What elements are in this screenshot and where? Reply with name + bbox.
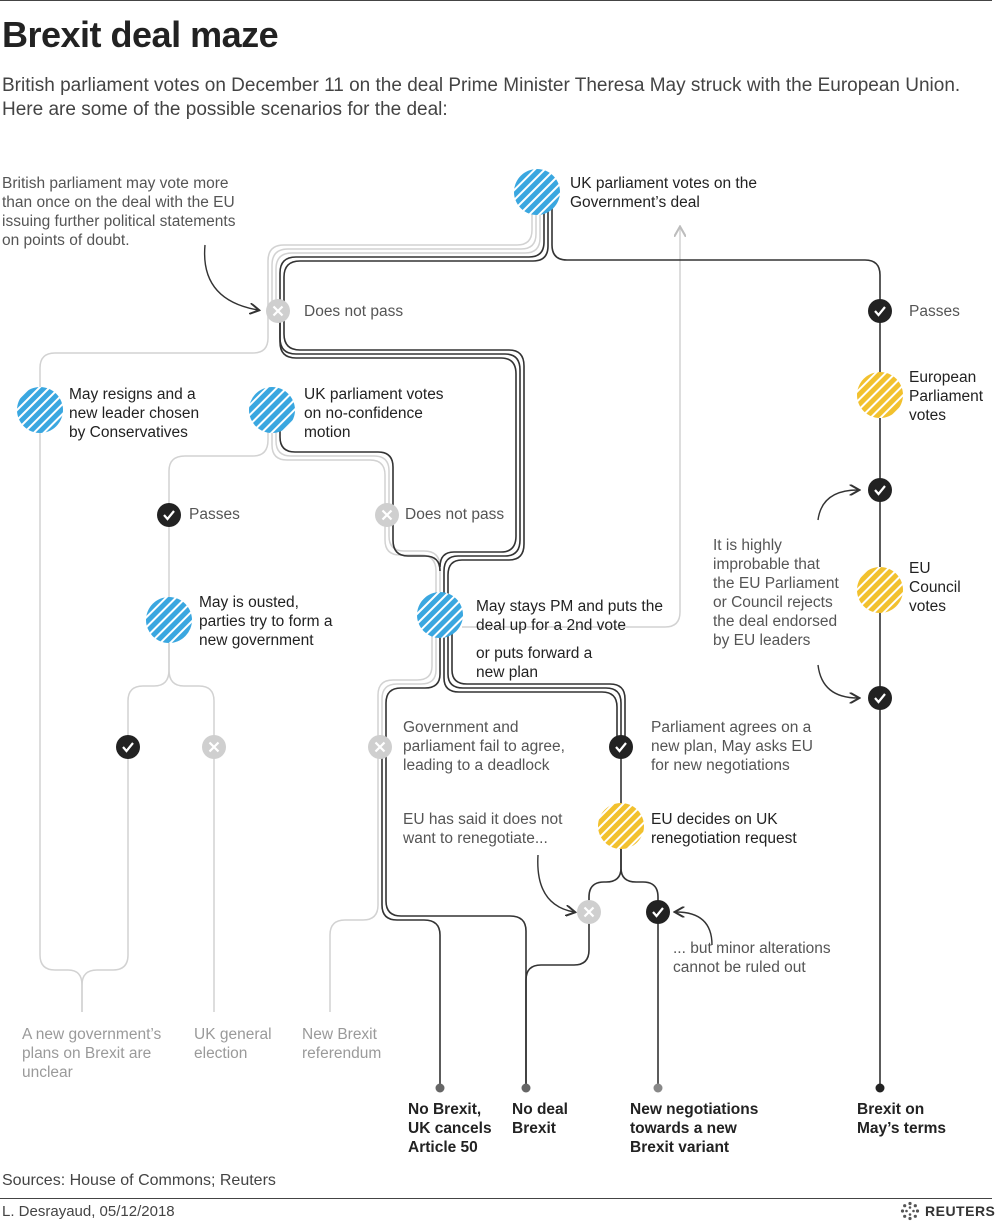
page-title: Brexit deal maze <box>2 14 279 55</box>
reuters-wordmark: REUTERS <box>925 1203 996 1219</box>
outcome-no-deal: No deal Brexit <box>512 1101 568 1137</box>
dark-paths <box>279 205 881 1088</box>
label-uk-vote-deal: UK parliament votes on the Government’s … <box>570 175 757 211</box>
annotation-highly-improbable: It is highly improbable that the EU Parl… <box>713 537 839 649</box>
node-european-parliament-icon <box>857 372 903 418</box>
label-agrees-new-plan: Parliament agrees on a new plan, May ask… <box>651 719 813 774</box>
check-icons <box>116 299 892 924</box>
label-does-not-pass-1: Does not pass <box>304 303 404 320</box>
annotation-eu-not-renegotiate: EU has said it does not want to renegoti… <box>403 811 563 847</box>
outcome-no-brexit: No Brexit, UK cancels Article 50 <box>408 1101 492 1156</box>
node-may-resigns-icon <box>17 387 63 433</box>
annotation-arrows <box>203 244 858 946</box>
outcome-mays-terms: Brexit on May’s terms <box>857 1101 947 1137</box>
bottom-rule <box>0 1198 992 1199</box>
page-subtitle: British parliament votes on December 11 … <box>2 75 961 120</box>
cross-icons <box>202 299 601 924</box>
sources-line: Sources: House of Commons; Reuters <box>2 1172 276 1189</box>
node-eu-council-icon <box>857 567 903 613</box>
label-may-resigns: May resigns and a new leader chosen by C… <box>69 386 200 441</box>
label-deadlock: Government and parliament fail to agree,… <box>403 719 565 774</box>
node-no-confidence-icon <box>249 387 295 433</box>
node-eu-decides-icon <box>598 803 644 849</box>
annotation-minor-alterations: ... but minor alterations cannot be rule… <box>673 940 831 976</box>
outcome-new-government: A new government’s plans on Brexit are u… <box>22 1026 162 1081</box>
label-does-not-pass-2: Does not pass <box>405 506 505 523</box>
credit-line: L. Desrayaud, 05/12/2018 <box>2 1203 175 1220</box>
label-passes-left: Passes <box>189 506 240 523</box>
outcome-general-election: UK general election <box>194 1026 272 1062</box>
node-uk-vote-deal-icon <box>514 169 560 215</box>
node-may-stays-icon <box>417 592 463 638</box>
outcome-new-negotiations: New negotiations towards a new Brexit va… <box>630 1101 759 1156</box>
label-european-parliament: European Parliament votes <box>909 369 984 424</box>
label-new-plan: or puts forward a new plan <box>476 645 593 681</box>
label-no-confidence: UK parliament votes on no-confidence mot… <box>304 386 444 441</box>
node-may-ousted-icon <box>146 597 192 643</box>
outcome-referendum: New Brexit referendum <box>302 1026 382 1062</box>
reuters-dots-icon <box>900 1201 920 1221</box>
label-may-stays: May stays PM and puts the deal up for a … <box>476 598 663 634</box>
top-rule <box>0 0 992 1</box>
annotation-vote-more-than-once: British parliament may vote more than on… <box>2 175 236 249</box>
reuters-logo: REUTERS <box>900 1201 995 1221</box>
outcome-dots <box>435 1083 885 1093</box>
label-eu-council: EU Council votes <box>909 560 961 615</box>
label-may-ousted: May is ousted, parties try to form a new… <box>199 594 333 649</box>
label-passes-right: Passes <box>909 303 960 320</box>
label-eu-decides: EU decides on UK renegotiation request <box>651 811 797 847</box>
